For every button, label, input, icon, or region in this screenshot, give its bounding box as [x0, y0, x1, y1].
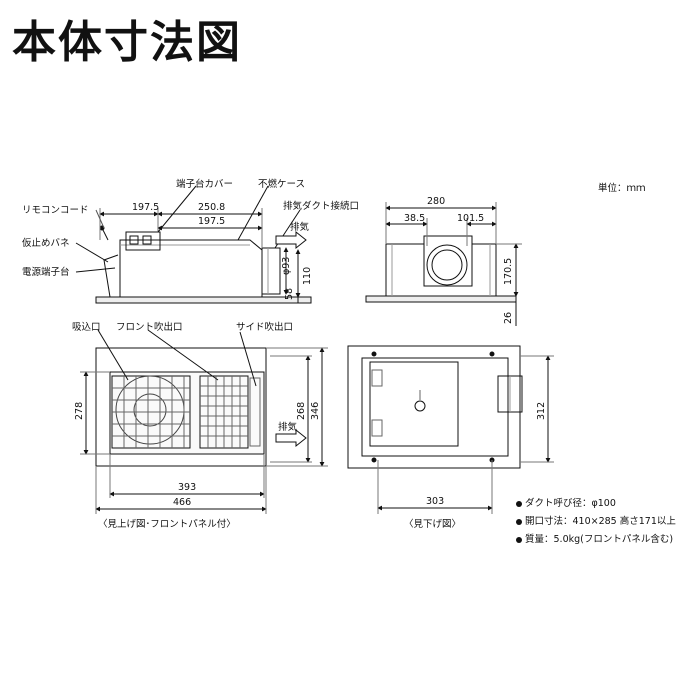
dim-phi93: φ93 — [281, 257, 292, 275]
exhaust-arrow-icon — [275, 230, 307, 250]
spec-mass-text: 質量：5.0kg(フロントパネル含む) — [525, 534, 674, 545]
top-inner-plate — [369, 361, 459, 447]
spec-duct: ダクト呼び径：φ100 — [516, 495, 616, 509]
side-view — [75, 185, 312, 304]
dim-197-5-b: 197.5 — [198, 216, 225, 227]
bottom-exhaust-arrow-icon — [275, 428, 307, 448]
dim-268: 268 — [296, 402, 307, 420]
spec-duct-text: ダクト呼び径：φ100 — [525, 498, 616, 509]
top-duct-mark — [414, 400, 426, 412]
label-bottom-exhaust: 排気 — [278, 421, 298, 433]
top-view-caption: 〈見下げ図〉 — [404, 519, 462, 530]
label-exhaust-duct: 排気ダクト接続口 — [283, 200, 359, 212]
dim-303: 303 — [426, 496, 444, 507]
spec-opening-text: 開口寸法：410×285 高さ171以上 — [525, 516, 676, 527]
label-power-terminal: 電源端子台 — [22, 266, 70, 278]
top-view — [347, 345, 554, 514]
label-remote-cord: リモコンコード — [22, 205, 89, 216]
dim-58: 58 — [284, 288, 295, 300]
dim-170-5: 170.5 — [503, 258, 514, 285]
label-temp-spring: 仮止めバネ — [22, 237, 70, 249]
side-view-text: リモコンコード 仮止めバネ 電源端子台 端子台カバー 不燃ケース 排気ダクト接続… — [22, 178, 359, 300]
side-flange — [95, 296, 312, 304]
label-intake: 吸込口 — [72, 322, 101, 333]
top-view-text: 312 303 — [426, 402, 547, 507]
label-fireproof-case: 不燃ケース — [258, 178, 305, 190]
dim-466: 466 — [173, 497, 191, 508]
label-terminal-cover: 端子台カバー — [176, 178, 233, 190]
dim-197-5-a: 197.5 — [132, 202, 159, 213]
dim-346: 346 — [310, 402, 321, 420]
label-side-outlet: サイド吹出口 — [236, 321, 293, 333]
dim-26: 26 — [503, 312, 514, 324]
dim-101-5: 101.5 — [457, 213, 484, 224]
bottom-outer-panel — [95, 347, 267, 467]
unit-label: 単位：ｍｍ — [598, 183, 646, 194]
dim-110: 110 — [302, 267, 313, 285]
spec-opening: 開口寸法：410×285 高さ171以上 — [516, 513, 676, 527]
dim-280: 280 — [427, 196, 445, 207]
terminal-cover-box — [125, 231, 161, 251]
bullet-icon — [516, 500, 522, 507]
page-title: 本体寸法図 — [12, 17, 242, 68]
top-outer-frame — [347, 345, 521, 469]
end-view — [365, 202, 522, 326]
dim-312: 312 — [536, 402, 547, 420]
dim-278: 278 — [74, 402, 85, 420]
label-side-exhaust: 排気 — [290, 221, 310, 233]
bullet-icon — [516, 536, 522, 543]
bottom-view-caption: 〈見上げ図･フロントパネル付〉 — [98, 519, 236, 530]
bottom-view-text: 吸込口 フロント吹出口 サイド吹出口 排気 278 268 346 393 46… — [72, 321, 321, 508]
spec-mass: 質量：5.0kg(フロントパネル含む) — [516, 531, 673, 545]
bullet-icon — [516, 518, 522, 525]
end-view-text: 280 38.5 101.5 170.5 26 — [404, 196, 514, 324]
dim-393: 393 — [178, 482, 196, 493]
duct-circle — [426, 244, 468, 286]
side-body — [119, 239, 263, 297]
bottom-view — [80, 329, 328, 514]
label-front-outlet: フロント吹出口 — [116, 321, 183, 333]
dim-250-8: 250.8 — [198, 202, 225, 213]
duct-connector — [261, 247, 281, 295]
dim-38-5: 38.5 — [404, 213, 425, 224]
